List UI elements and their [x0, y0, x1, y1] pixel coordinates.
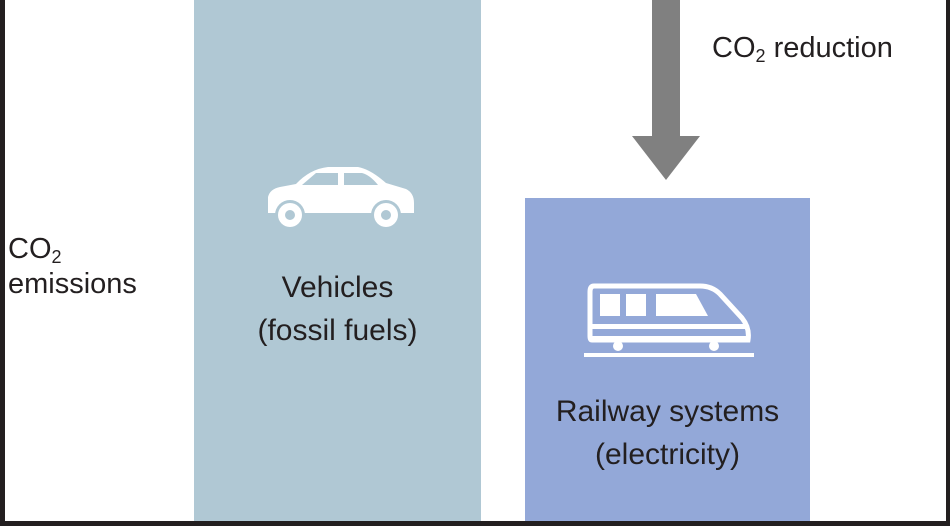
y-axis-line: [0, 0, 5, 526]
bar-label-vehicles-line2: (fossil fuels): [257, 314, 418, 347]
y-axis-label: CO2 emissions: [8, 232, 137, 302]
reduction-annotation: CO2 reduction: [712, 30, 893, 66]
car-icon: [267, 167, 414, 230]
reduction-annotation-text: reduction: [765, 32, 893, 64]
right-border-line: [946, 0, 950, 526]
bar-vehicles: [194, 0, 481, 521]
y-axis-label-emissions: emissions: [8, 268, 137, 300]
y-axis-label-co: CO: [8, 233, 52, 265]
y-axis-label-subscript: 2: [51, 247, 62, 267]
train-icon: [583, 283, 754, 357]
x-axis-line: [0, 521, 950, 526]
bar-label-railway: Railway systems (electricity): [525, 390, 810, 476]
bar-railway: [525, 197, 810, 521]
bar-label-vehicles: Vehicles (fossil fuels): [194, 266, 481, 352]
reduction-annotation-subscript: 2: [755, 46, 766, 66]
bar-label-vehicles-line1: Vehicles: [281, 271, 394, 304]
reduction-arrow-icon: [632, 0, 700, 180]
bar-label-railway-line1: Railway systems: [555, 394, 780, 428]
reduction-annotation-co: CO: [712, 32, 756, 64]
bar-label-railway-line2: (electricity): [594, 437, 740, 471]
